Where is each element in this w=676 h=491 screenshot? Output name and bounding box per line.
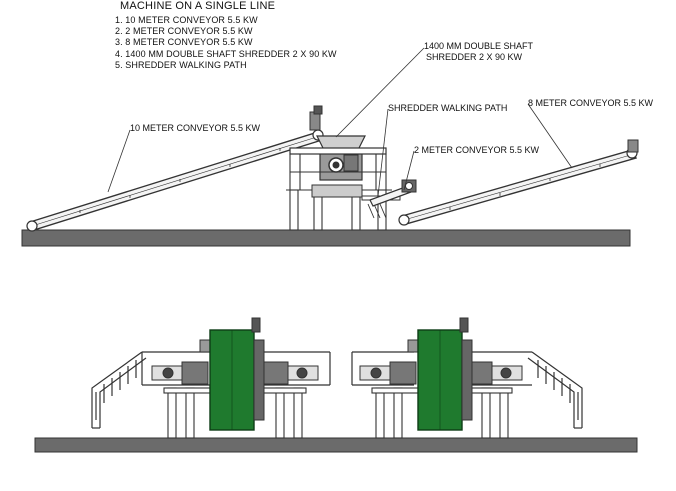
- drawing-title: MACHINE ON A SINGLE LINE: [120, 0, 276, 12]
- legend-item-shredder: 4. 1400 MM DOUBLE SHAFT SHREDDER 2 X 90 …: [115, 48, 337, 59]
- callout-label-walking-path: SHREDDER WALKING PATH: [388, 103, 507, 113]
- callout-shredder: 1400 MM DOUBLE SHAFT SHREDDER 2 X 90 KW: [335, 41, 534, 138]
- ground-platform-bottom: [34, 437, 638, 453]
- callout-walking-path: SHREDDER WALKING PATH: [377, 103, 507, 197]
- conveyor-8m: [398, 139, 639, 226]
- shredder-side-view: [286, 135, 401, 231]
- legend-item-walking-path: 5. SHREDDER WALKING PATH: [115, 59, 247, 70]
- conveyor-10m: [26, 105, 324, 232]
- shredder-unit-right: [351, 317, 583, 439]
- shredder-unit-left: [91, 317, 331, 439]
- callout-label-shredder-1: 1400 MM DOUBLE SHAFT: [424, 41, 534, 51]
- callout-8m-conveyor: 8 METER CONVEYOR 5.5 KW: [527, 98, 654, 169]
- ground-platform-top: [21, 229, 631, 247]
- component-legend: 1. 10 METER CONVEYOR 5.5 KW 2. 2 METER C…: [115, 15, 337, 71]
- callout-2m-conveyor: 2 METER CONVEYOR 5.5 KW: [403, 145, 540, 191]
- conveyor-2m: [369, 179, 417, 207]
- callout-label-10m: 10 METER CONVEYOR 5.5 KW: [130, 123, 261, 133]
- callout-label-shredder-2: SHREDDER 2 X 90 KW: [426, 52, 523, 62]
- callout-label-8m: 8 METER CONVEYOR 5.5 KW: [528, 98, 654, 108]
- legend-item-2m-conveyor: 2. 2 METER CONVEYOR 5.5 KW: [115, 26, 253, 37]
- callout-10m-conveyor: 10 METER CONVEYOR 5.5 KW: [107, 123, 261, 193]
- legend-item-10m-conveyor: 1. 10 METER CONVEYOR 5.5 KW: [115, 15, 258, 25]
- callout-label-2m: 2 METER CONVEYOR 5.5 KW: [414, 145, 540, 155]
- legend-item-8m-conveyor: 3. 8 METER CONVEYOR 5.5 KW: [115, 37, 253, 48]
